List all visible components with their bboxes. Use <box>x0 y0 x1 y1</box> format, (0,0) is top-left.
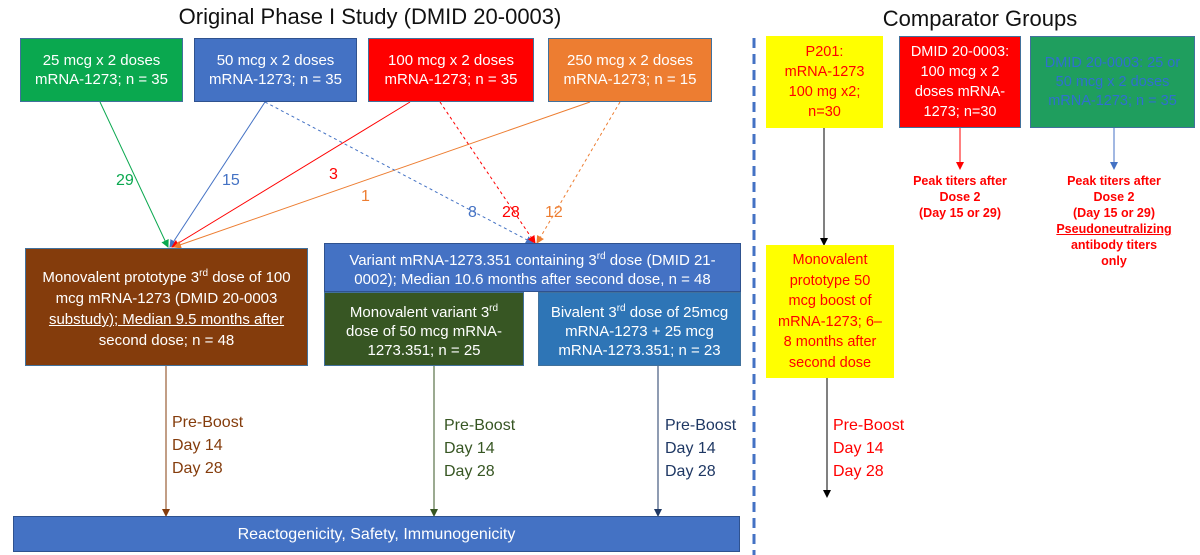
arrow-100mcg-to-variant <box>439 101 536 244</box>
prototype-boost-line: second dose; n = 48 <box>98 332 235 349</box>
count-250mcg-to-variant: 12 <box>545 204 563 221</box>
timepoint-label: Day 28 <box>665 463 716 480</box>
ordinal-suffix: rd <box>199 268 209 279</box>
p201-line: P201: <box>805 44 844 60</box>
monovalent-variant-line: dose of 50 mcg mRNA- <box>346 322 502 340</box>
comparator-dmid-100mcg: DMID 20-0003: 100 mcg x 2 doses mRNA- 12… <box>899 36 1021 128</box>
arrow-250mcg-to-prototype <box>173 101 591 249</box>
timepoints-bivalent: Pre-Boost Day 14 Day 28 <box>665 414 736 483</box>
variant-boost-header: Variant mRNA-1273.351 containing 3rd dos… <box>324 243 741 292</box>
peak-note-line: Peak titers after <box>1067 174 1161 188</box>
peak-note-line: (Day 15 or 29) <box>1073 206 1155 220</box>
variant-header-line: 0002); Median 10.6 months after second d… <box>354 270 711 288</box>
count-100mcg-to-variant: 28 <box>502 204 520 221</box>
timepoints-prototype: Pre-Boost Day 14 Day 28 <box>172 411 243 480</box>
dmid-100-line: 1273; n=30 <box>923 104 997 120</box>
monovalent-variant-arm: Monovalent variant 3rd dose of 50 mcg mR… <box>324 292 524 366</box>
monovalent-variant-line: 1273.351; n = 25 <box>367 341 481 359</box>
dose-group-100mcg: 100 mcg x 2 doses mRNA-1273; n = 35 <box>368 38 534 102</box>
p201-prototype-boost: Monovalent prototype 50 mcg boost of mRN… <box>766 245 894 378</box>
count-100mcg-to-prototype: 3 <box>329 166 338 183</box>
comparator-p201: P201: mRNA-1273 100 mg x2; n=30 <box>766 36 883 128</box>
timepoints-monovalent-variant: Pre-Boost Day 14 Day 28 <box>444 414 515 483</box>
timepoint-label: Day 14 <box>444 440 495 457</box>
arrow-25mcg-to-prototype <box>99 101 169 248</box>
ordinal-suffix: rd <box>489 302 499 314</box>
p201-boost-line: 8 months after <box>783 334 877 350</box>
dmid-25-50-line: mRNA-1273; n = 35 <box>1048 92 1177 109</box>
dose-group-100mcg-line: mRNA-1273; n = 35 <box>384 71 518 88</box>
timepoint-label: Day 28 <box>833 463 884 480</box>
dose-group-250mcg-line: 250 mcg x 2 doses <box>567 52 693 69</box>
peak-note-line: antibody titers <box>1070 238 1158 252</box>
arrow-50mcg-to-variant <box>264 101 534 244</box>
timepoint-label: Pre-Boost <box>665 417 737 434</box>
p201-line: mRNA-1273 <box>784 64 865 80</box>
dmid-100-line: DMID 20-0003: <box>910 44 1010 60</box>
count-50mcg-to-prototype: 15 <box>222 172 240 189</box>
dose-group-50mcg-line: 50 mcg x 2 doses <box>216 52 335 69</box>
p201-line: 100 mg x2; <box>788 84 861 100</box>
p201-line: n=30 <box>808 104 841 120</box>
outcome-label: Reactogenicity, Safety, Immunogenicity <box>237 525 516 543</box>
timepoint-label: Pre-Boost <box>172 414 244 431</box>
p201-boost-line: prototype 50 <box>789 272 871 289</box>
comparator-dmid-25-50mcg: DMID 20-0003: 25 or 50 mcg x 2 doses mRN… <box>1030 36 1195 128</box>
count-50mcg-to-variant: 8 <box>468 204 477 221</box>
prototype-boost-line: substudy); Median 9.5 months after <box>48 311 285 328</box>
peak-note-line: Dose 2 <box>1093 190 1135 204</box>
peak-note-line: Peak titers after <box>913 174 1007 188</box>
peak-note-line: (Day 15 or 29) <box>919 206 1001 220</box>
arrow-100mcg-to-prototype <box>171 101 411 248</box>
dose-group-100mcg-line: 100 mcg x 2 doses <box>388 52 514 69</box>
p201-boost-line: mRNA-1273; 6– <box>778 313 882 330</box>
dmid-100-line: doses mRNA- <box>914 84 1006 100</box>
peak-note-line: Pseudoneutralizing <box>1056 222 1172 236</box>
timepoint-label: Day 28 <box>172 460 223 477</box>
p201-boost-line: mcg boost of <box>788 293 872 309</box>
prototype-boost-line: Monovalent prototype 3rd dose of 100 <box>42 268 291 286</box>
timepoint-label: Pre-Boost <box>833 417 905 434</box>
p201-boost-line: Monovalent <box>792 252 868 268</box>
timepoint-label: Day 14 <box>833 440 884 457</box>
ordinal-suffix: rd <box>616 302 626 314</box>
dose-group-25mcg-line: 25 mcg x 2 doses <box>42 52 161 69</box>
dose-group-250mcg: 250 mcg x 2 doses mRNA-1273; n = 15 <box>548 38 712 102</box>
bivalent-arm: Bivalent 3rd dose of 25mcg mRNA-1273 + 2… <box>538 292 741 366</box>
ordinal-suffix: rd <box>596 250 606 262</box>
timepoint-label: Day 14 <box>172 437 223 454</box>
arrow-50mcg-to-prototype <box>169 101 266 248</box>
outcome-bar: Reactogenicity, Safety, Immunogenicity <box>13 516 740 552</box>
dmid-100-line: 100 mcg x 2 <box>920 64 1000 80</box>
prototype-boost-arm: Monovalent prototype 3rd dose of 100 mcg… <box>25 248 308 366</box>
count-250mcg-to-prototype: 1 <box>361 188 370 205</box>
p201-boost-line: second dose <box>788 354 872 371</box>
variant-header-line: Variant mRNA-1273.351 containing 3rd dos… <box>349 250 716 269</box>
peak-note-line: only <box>1101 254 1127 268</box>
dose-group-25mcg-line: mRNA-1273; n = 35 <box>35 71 168 88</box>
bivalent-line: Bivalent 3rd dose of 25mcg <box>550 302 729 321</box>
dose-group-250mcg-line: mRNA-1273; n = 15 <box>563 71 697 88</box>
timepoint-label: Pre-Boost <box>444 417 516 434</box>
dose-group-50mcg-line: mRNA-1273; n = 35 <box>209 71 342 88</box>
comparator-groups-title: Comparator Groups <box>882 6 1078 31</box>
timepoint-label: Day 28 <box>444 463 495 480</box>
original-study-title: Original Phase I Study (DMID 20-0003) <box>178 4 562 29</box>
bivalent-line: mRNA-1273.351; n = 23 <box>558 341 721 359</box>
dose-group-25mcg: 25 mcg x 2 doses mRNA-1273; n = 35 <box>20 38 183 102</box>
peak-titers-dmid-100mcg: Peak titers after Dose 2 (Day 15 or 29) <box>890 173 1030 221</box>
timepoint-label: Day 14 <box>665 440 716 457</box>
peak-titers-dmid-25-50mcg: Peak titers after Dose 2 (Day 15 or 29) … <box>1044 173 1184 269</box>
dmid-25-50-line: 50 mcg x 2 doses <box>1055 73 1170 90</box>
timepoints-p201: Pre-Boost Day 14 Day 28 <box>833 414 904 483</box>
dose-group-50mcg: 50 mcg x 2 doses mRNA-1273; n = 35 <box>194 38 357 102</box>
monovalent-variant-line: Monovalent variant 3rd <box>349 302 499 321</box>
dmid-25-50-line: DMID 20-0003: 25 or <box>1044 54 1181 71</box>
prototype-boost-line: mcg mRNA-1273 (DMID 20-0003 <box>55 290 278 307</box>
count-25mcg-to-prototype: 29 <box>116 172 134 189</box>
peak-note-line: Dose 2 <box>939 190 981 204</box>
bivalent-line: mRNA-1273 + 25 mcg <box>565 322 714 340</box>
